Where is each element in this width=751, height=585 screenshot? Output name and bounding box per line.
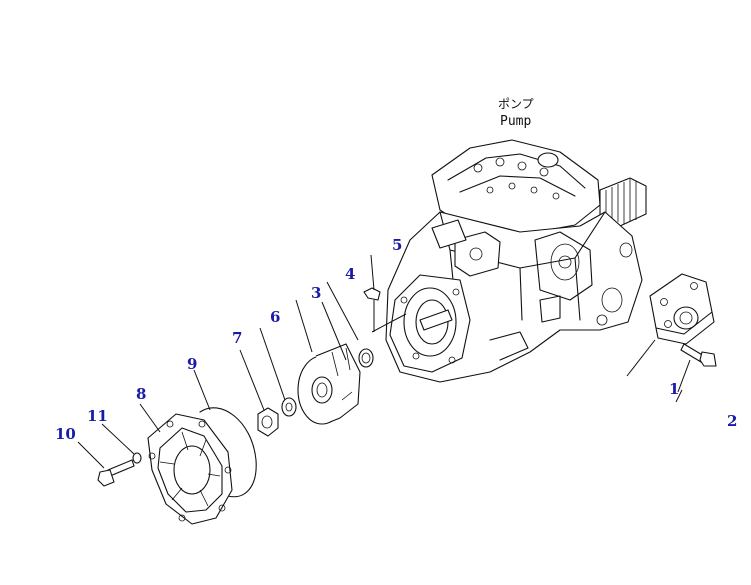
callout-7: 7 xyxy=(232,329,242,347)
callout-6: 6 xyxy=(270,308,280,326)
part-washer xyxy=(281,397,297,417)
callout-8: 8 xyxy=(136,385,146,403)
pump-label-jp: ポンプ xyxy=(498,97,534,111)
part-o-ring xyxy=(199,407,257,498)
part-coupling xyxy=(297,343,361,425)
pump-label-en: Pump xyxy=(500,114,531,129)
callout-labels: 1 2 3 4 5 6 7 8 9 10 11 xyxy=(55,236,737,443)
callout-2: 2 xyxy=(727,412,737,430)
callout-9: 9 xyxy=(187,355,197,373)
part-cover-plate xyxy=(147,413,233,525)
callout-11: 11 xyxy=(87,407,108,425)
callout-3: 3 xyxy=(311,284,321,302)
callout-5: 5 xyxy=(392,236,402,254)
leader-lines xyxy=(77,254,691,469)
part-snap-ring xyxy=(358,348,374,368)
part-small-washer xyxy=(132,452,142,464)
part-flange-plate xyxy=(649,273,715,345)
part-bolt-right xyxy=(680,343,717,367)
part-key xyxy=(363,287,381,301)
pump-body xyxy=(385,139,647,383)
part-bolt-left xyxy=(97,459,135,487)
part-nut xyxy=(257,407,279,437)
callout-1: 1 xyxy=(669,380,679,398)
callout-10: 10 xyxy=(55,425,76,443)
callout-4: 4 xyxy=(345,265,355,283)
